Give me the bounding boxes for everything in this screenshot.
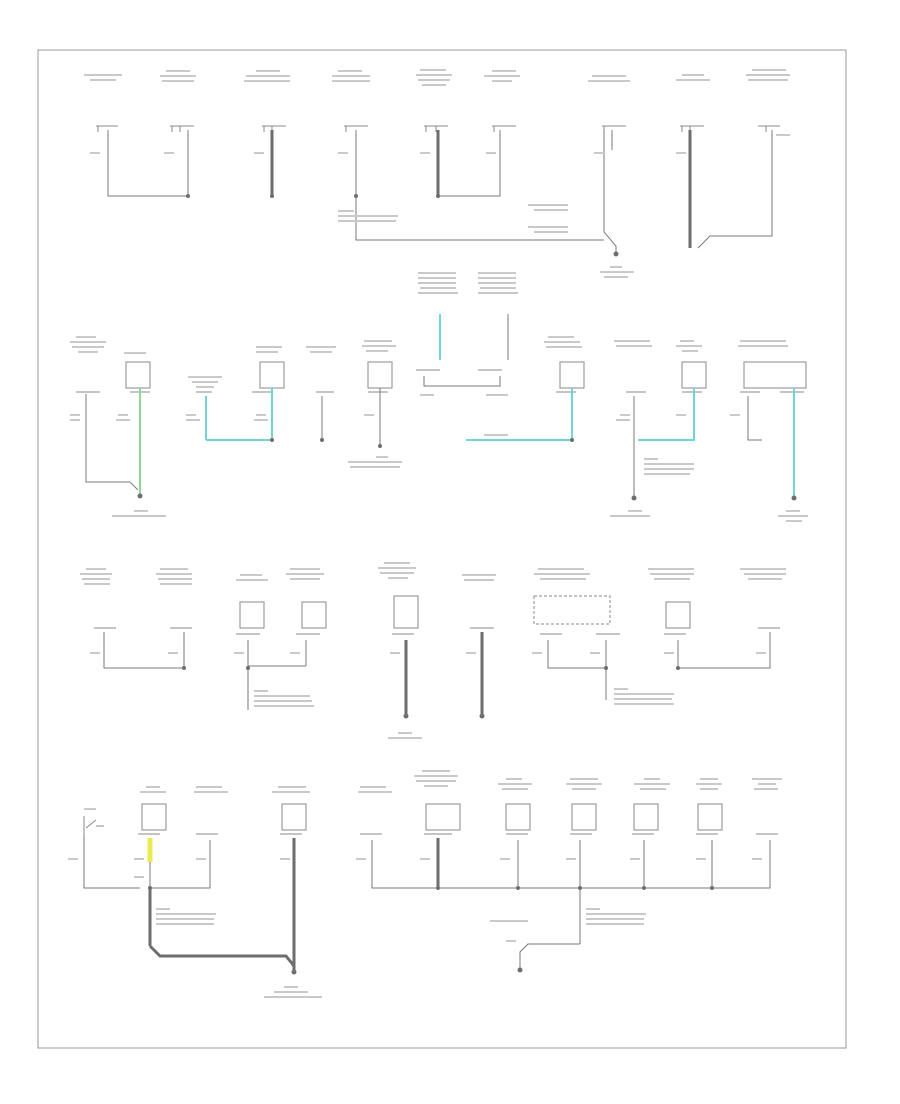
ground-point-row-4a <box>291 969 297 975</box>
component-box-3 <box>367 361 393 389</box>
ground-point-row-4b <box>517 967 523 973</box>
row-3-connectors <box>94 627 780 635</box>
row-3-illegible-labels <box>80 562 786 585</box>
row-2-components <box>70 272 808 522</box>
component-box-17 <box>633 803 659 831</box>
row-1-connectors <box>96 125 780 132</box>
component-box-9 <box>393 595 419 629</box>
ground-point-row-2b <box>631 495 637 501</box>
row-4-wires <box>83 836 771 972</box>
ground-point-row-2a <box>137 493 143 499</box>
row-2-connectors <box>76 369 804 393</box>
row-3-wire-labels <box>90 652 766 739</box>
component-box-13 <box>281 803 307 831</box>
row-1-wires <box>107 130 773 254</box>
component-box-11 <box>665 601 691 629</box>
ground-point-row-1 <box>613 251 619 257</box>
component-box-8 <box>301 601 327 629</box>
component-box-2 <box>259 361 285 389</box>
component-box-4 <box>559 361 585 389</box>
component-box-12 <box>141 803 167 831</box>
row-4-components <box>68 770 782 998</box>
component-box-14 <box>425 803 461 831</box>
ground-point-row-2c <box>791 495 797 501</box>
row-3-components <box>80 562 786 739</box>
row-4-wire-labels <box>68 858 762 998</box>
row-2-wire-labels <box>70 394 808 522</box>
ground-point-row-3b <box>479 713 485 719</box>
diagram-frame <box>37 49 847 1049</box>
component-box-15 <box>505 803 531 831</box>
component-box-6 <box>743 361 807 389</box>
component-box-5 <box>681 361 707 389</box>
row-4-illegible-labels <box>84 770 782 810</box>
switch-symbol <box>83 816 104 836</box>
row-1-illegible-labels <box>84 69 790 86</box>
row-1-wire-labels <box>90 134 790 278</box>
row-1-components <box>84 69 790 278</box>
component-box-7 <box>239 601 265 629</box>
ground-point-row-3a <box>403 713 409 719</box>
component-box-10 <box>533 595 611 625</box>
component-box-18 <box>697 803 723 831</box>
component-box-1 <box>125 361 151 389</box>
component-box-16 <box>571 803 597 831</box>
row-2-illegible-labels <box>70 272 788 388</box>
